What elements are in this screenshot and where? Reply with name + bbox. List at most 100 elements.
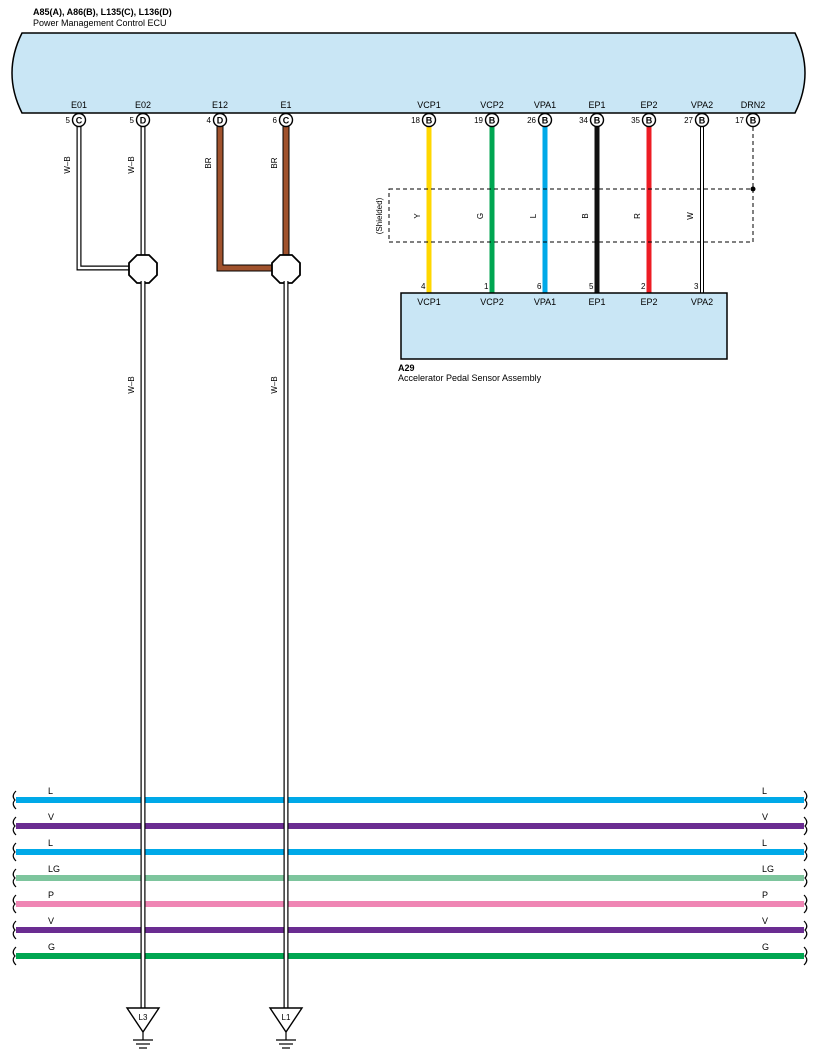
- wire-code-ep2: R: [633, 213, 642, 219]
- bus-line-code-right: G: [762, 942, 769, 952]
- ecu-pin-name-vcp1: VCP1: [417, 100, 441, 110]
- sensor-pin-name: VCP2: [480, 297, 504, 307]
- ecu-pin-name-ep2: EP2: [640, 100, 657, 110]
- bus-line-code-left: G: [48, 942, 55, 952]
- ecu-pin-number: 27: [684, 116, 693, 125]
- sensor-pin-number: 4: [421, 282, 426, 291]
- pin-badge-circle: [278, 112, 294, 128]
- ecu-pin-name-ep1: EP1: [588, 100, 605, 110]
- ecu-pin-connector-letter: C: [283, 116, 290, 126]
- pin-badge-circle: [212, 112, 228, 128]
- sensor-pin-number: 2: [641, 282, 646, 291]
- ecu-pin-connector-letter: B: [489, 116, 496, 126]
- sensor-pin-name: VCP1: [417, 297, 441, 307]
- sensor-pin-number: 5: [589, 282, 594, 291]
- pin-badge-circle: [537, 112, 553, 128]
- ecu-pin-drn2: 17 B: [735, 112, 761, 128]
- pin-badge-circle: [589, 112, 605, 128]
- wire-code-vcp2: G: [476, 213, 485, 219]
- pin-badge-circle: [484, 112, 500, 128]
- ecu-pin-vcp1: 18 B: [411, 112, 437, 128]
- ecu-pin-number: 4: [207, 116, 212, 125]
- pin-badge-circle: [421, 112, 437, 128]
- splice-junction: [128, 254, 158, 284]
- pin-badge-circle: [135, 112, 151, 128]
- ecu-pin-connector-letter: B: [426, 116, 433, 126]
- sensor-pin-number: 3: [694, 282, 699, 291]
- sensor-name-label: Accelerator Pedal Sensor Assembly: [398, 373, 542, 383]
- wire-code-vpa2: W: [686, 212, 695, 220]
- pin-badge-circle: [745, 112, 761, 128]
- bus-line-code-left: L: [48, 838, 53, 848]
- bus-line-lg: LG LG: [12, 864, 808, 888]
- wire-e12: [216, 120, 273, 272]
- bus-line-code-left: P: [48, 890, 54, 900]
- ecu-pin-connector-letter: D: [140, 116, 147, 126]
- ground-symbol-l1: L1: [268, 1007, 304, 1049]
- ecu-connectors-label: A85(A), A86(B), L135(C), L136(D): [33, 7, 172, 17]
- ecu-pin-connector-letter: B: [699, 116, 706, 126]
- sensor-pin-number: 1: [484, 282, 489, 291]
- ground-label-l3: L3: [139, 1013, 148, 1022]
- bus-line-code-left: V: [48, 812, 54, 822]
- wire-code-e01: W–B: [63, 156, 72, 173]
- ecu-pin-number: 5: [66, 116, 71, 125]
- ecu-pin-number: 34: [579, 116, 588, 125]
- bus-line-code-right: P: [762, 890, 768, 900]
- bus-line-code-left: V: [48, 916, 54, 926]
- ecu-pin-name-vpa1: VPA1: [534, 100, 556, 110]
- pin-badge-circle: [71, 112, 87, 128]
- wire-e01: [76, 120, 131, 271]
- bus-line-code-right: V: [762, 916, 768, 926]
- sensor-box: [400, 292, 728, 360]
- ecu-pin-name-e01: E01: [71, 100, 87, 110]
- ecu-pin-number: 18: [411, 116, 420, 125]
- ecu-pin-name-drn2: DRN2: [741, 100, 766, 110]
- ecu-pin-connector-letter: B: [594, 116, 601, 126]
- bus-line-code-right: L: [762, 786, 767, 796]
- ecu-pin-connector-letter: D: [217, 116, 224, 126]
- shield-box: [388, 188, 754, 243]
- bus-line-code-left: LG: [48, 864, 60, 874]
- sensor-id-label: A29: [398, 363, 415, 373]
- wire-code-vcp1: Y: [413, 213, 422, 219]
- wire-code-trunk-l1: W–B: [270, 376, 279, 393]
- ecu-pin-number: 17: [735, 116, 744, 125]
- sensor-pin-name: EP2: [640, 297, 657, 307]
- bus-line-code-left: L: [48, 786, 53, 796]
- ecu-pin-vpa2: 27 B: [684, 112, 710, 128]
- ecu-pin-connector-letter: C: [76, 116, 83, 126]
- ecu-pin-name-e02: E02: [135, 100, 151, 110]
- shield-label: (Shielded): [375, 197, 384, 234]
- ecu-pin-name-e1: E1: [280, 100, 291, 110]
- bus-line-code-right: LG: [762, 864, 774, 874]
- bus-line-code-right: L: [762, 838, 767, 848]
- pin-badge-circle: [694, 112, 710, 128]
- wire-code-trunk-l3: W–B: [127, 376, 136, 393]
- wire-code-ep1: B: [581, 213, 590, 218]
- ecu-pin-number: 26: [527, 116, 536, 125]
- ecu-pin-number: 5: [130, 116, 135, 125]
- ecu-name-label: Power Management Control ECU: [33, 18, 167, 28]
- ecu-box: [11, 32, 806, 114]
- ecu-pin-connector-letter: B: [750, 116, 757, 126]
- bus-line-code-right: V: [762, 812, 768, 822]
- wire-code-e02: W–B: [127, 156, 136, 173]
- ecu-pin-connector-letter: B: [646, 116, 653, 126]
- ecu-pin-name-vcp2: VCP2: [480, 100, 504, 110]
- sensor-pin-number: 6: [537, 282, 542, 291]
